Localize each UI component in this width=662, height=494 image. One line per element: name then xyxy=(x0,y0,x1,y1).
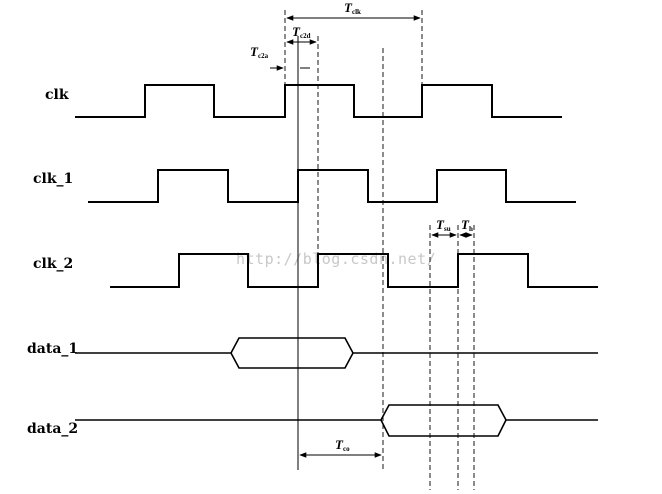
svg-text:h: h xyxy=(469,225,473,233)
svg-text:T: T xyxy=(335,437,344,452)
svg-text:clk: clk xyxy=(352,8,361,16)
t-h-label: T h xyxy=(461,217,473,233)
svg-text:c2d: c2d xyxy=(300,32,311,40)
svg-text:T: T xyxy=(436,217,445,232)
t-co-label: T co xyxy=(335,437,350,453)
svg-text:T: T xyxy=(292,24,301,39)
signal-label-data-1: data_1 xyxy=(27,341,78,357)
svg-text:co: co xyxy=(343,445,350,453)
svg-text:T: T xyxy=(250,44,259,59)
clk-waveform xyxy=(75,84,562,118)
svg-text:c2a: c2a xyxy=(258,52,269,60)
t-clk-label: T clk xyxy=(344,0,361,16)
t-c2a-label: T c2a xyxy=(250,44,269,60)
data-1-waveform xyxy=(75,337,598,369)
signal-label-clk-1: clk_1 xyxy=(33,171,73,187)
svg-text:su: su xyxy=(444,225,451,233)
svg-text:T: T xyxy=(344,0,353,15)
svg-text:T: T xyxy=(461,217,470,232)
signal-label-clk: clk xyxy=(45,87,69,103)
t-su-label: T su xyxy=(436,217,451,233)
watermark: http://blog.csdn.net/ xyxy=(236,250,436,268)
signal-label-clk-2: clk_2 xyxy=(33,256,73,272)
signal-label-data-2: data_2 xyxy=(27,421,78,437)
clk-1-waveform xyxy=(88,169,576,203)
t-c2d-label: T c2d xyxy=(292,24,311,40)
data-2-waveform xyxy=(75,404,598,437)
clk-2-waveform xyxy=(110,253,598,288)
